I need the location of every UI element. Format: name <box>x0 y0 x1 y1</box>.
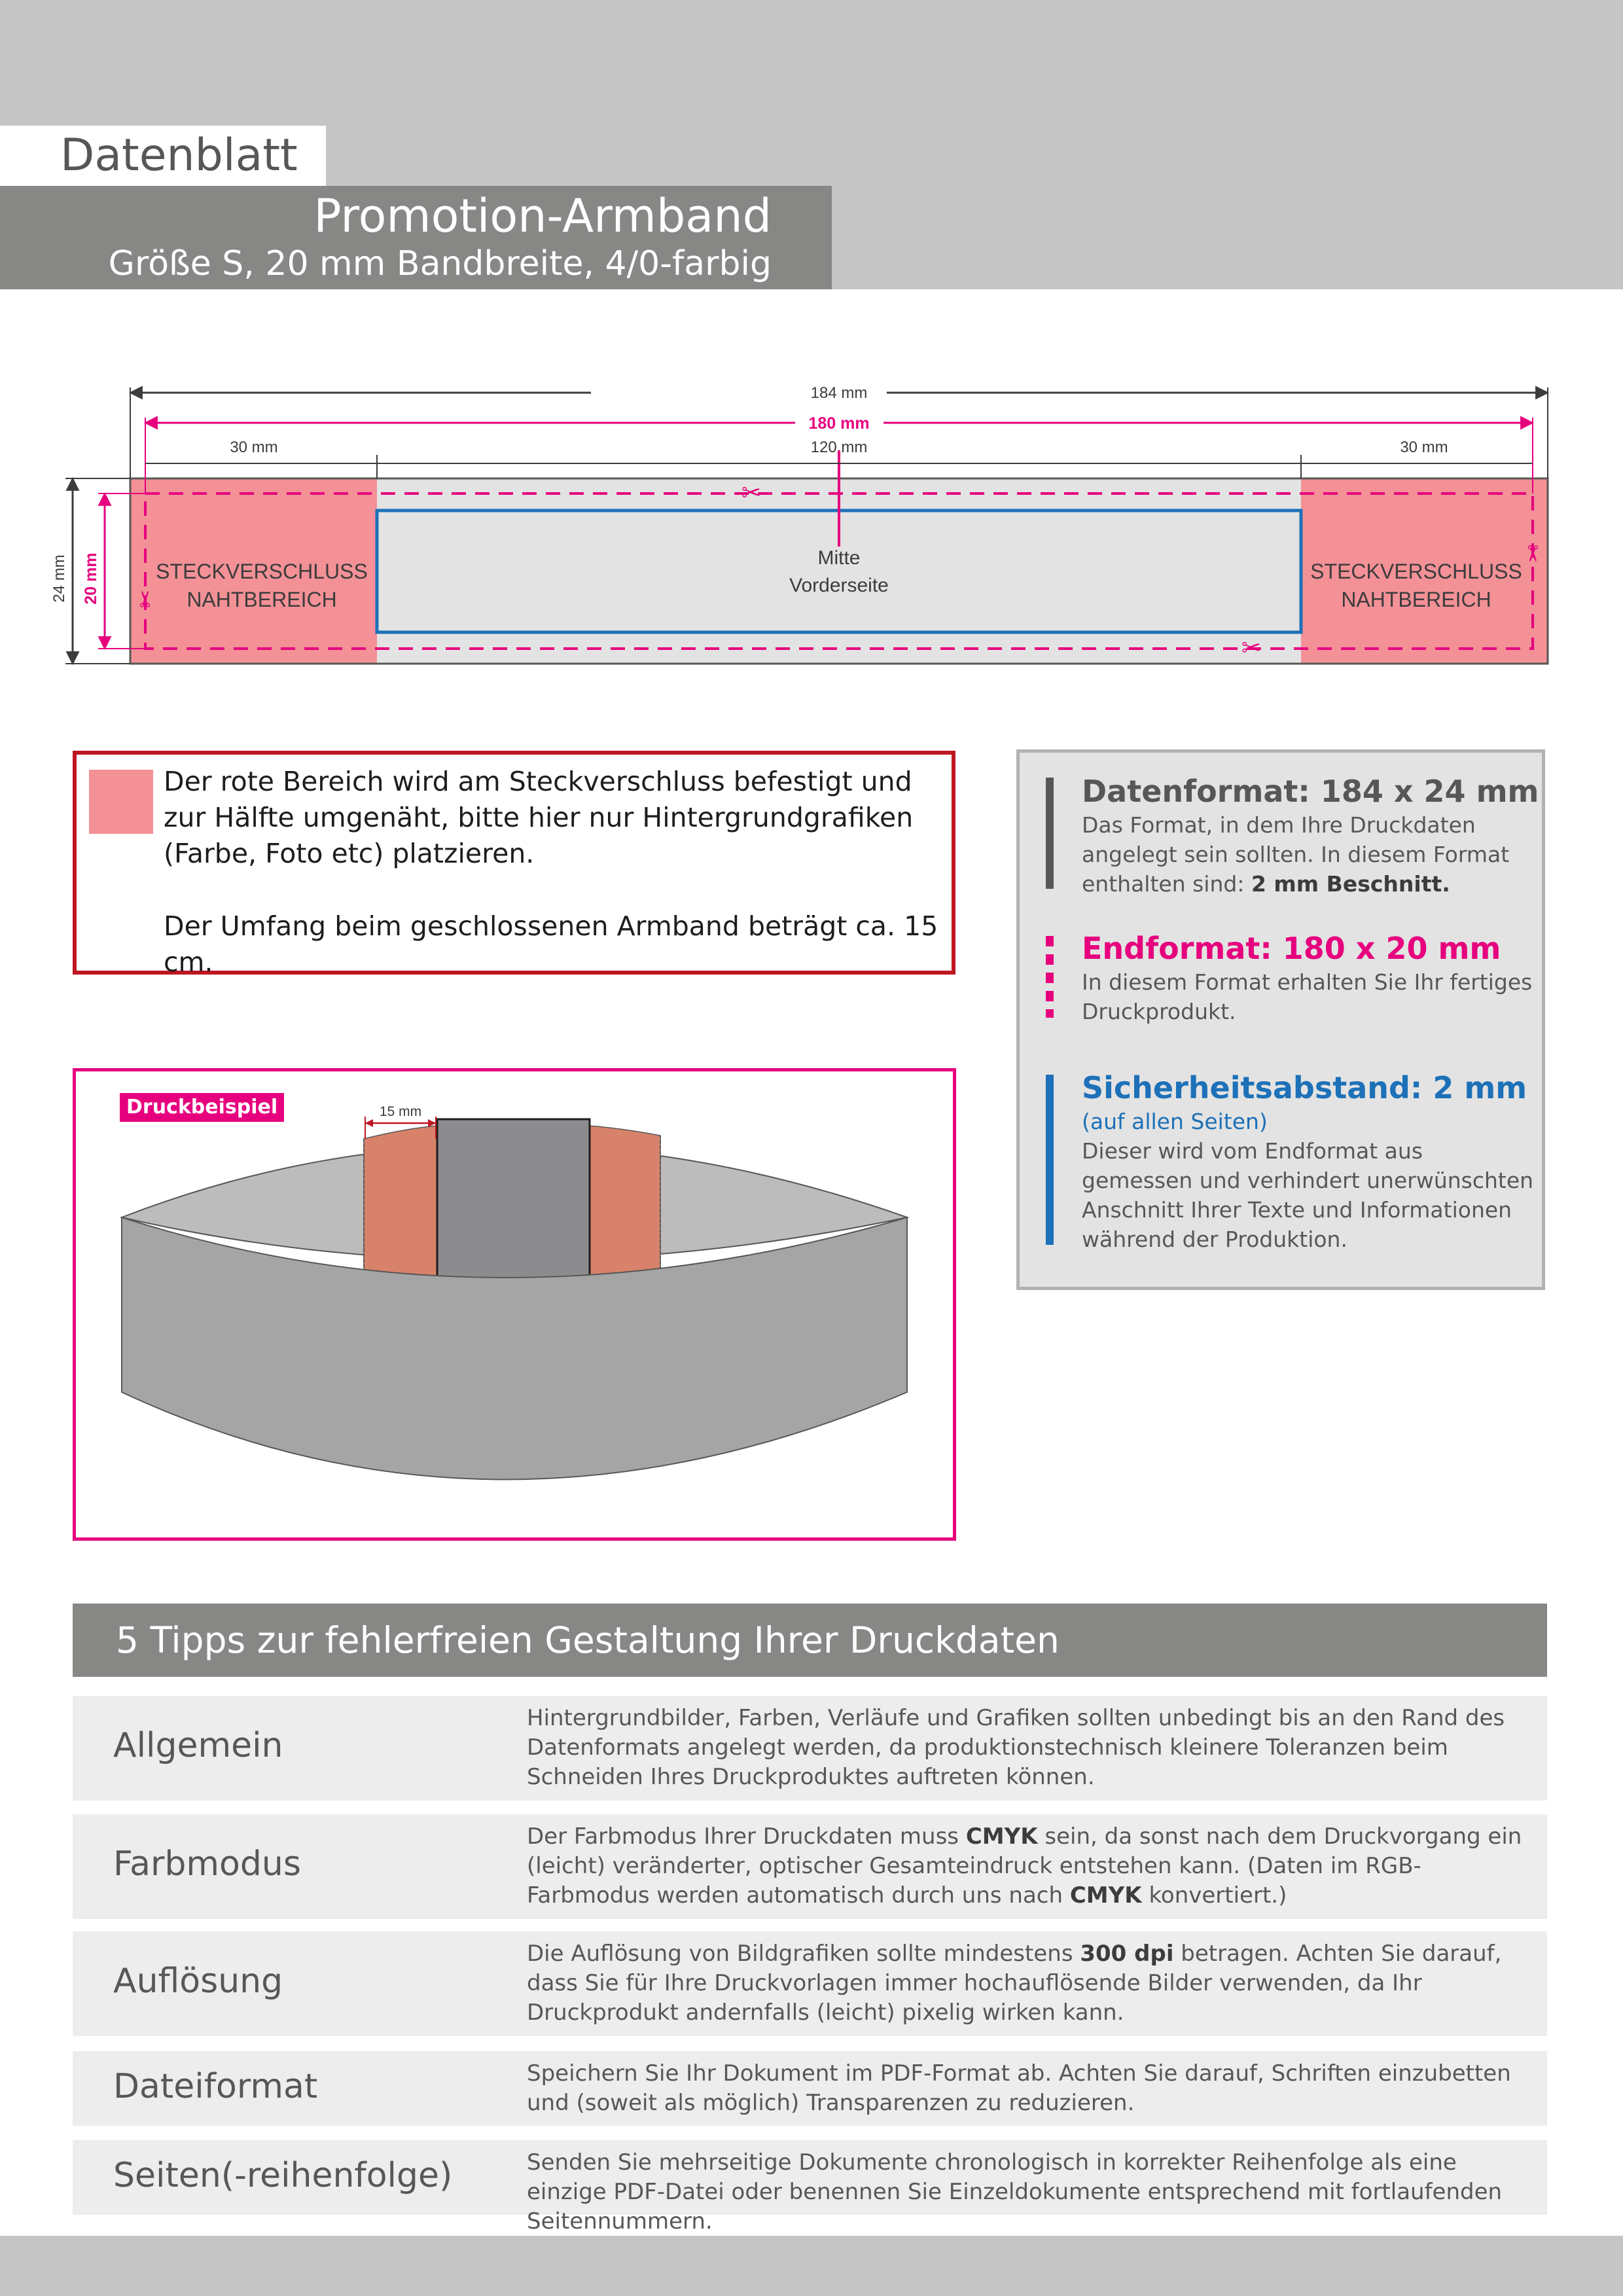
tip-row-page-order: Seiten(-reihenfolge) Senden Sie mehrseit… <box>73 2140 1547 2234</box>
band-front-surface <box>121 1216 908 1480</box>
closure-info-paragraph: Der rote Bereich wird am Steckverschluss… <box>164 766 914 869</box>
safety-margin-text: Dieser wird vom Endformat aus gemessen u… <box>1082 1138 1534 1252</box>
safety-margin-subtitle: (auf allen Seiten) <box>1082 1109 1268 1134</box>
left-zone-label: STECKVERSCHLUSS <box>156 560 368 583</box>
tip-label: Seiten(-reihenfolge) <box>113 2156 453 2195</box>
data-format-text: Das Format, in dem Ihre Druckdaten angel… <box>1082 812 1510 897</box>
right-closure-zone <box>1301 478 1548 664</box>
safety-margin-bar <box>1046 1075 1054 1245</box>
tip-row-resolution: Auflösung Die Auflösung von Bildgrafiken… <box>73 1931 1547 2036</box>
safety-margin-section: Sicherheitsabstand: 2 mm (auf allen Seit… <box>1082 1069 1540 1254</box>
tip-text: Speichern Sie Ihr Dokument im PDF-Format… <box>527 2060 1511 2116</box>
scissors-icon: ✂ <box>133 590 159 609</box>
tips-heading: 5 Tipps zur fehlerfreien Gestaltung Ihre… <box>73 1604 1547 1677</box>
left-closure-zone <box>130 478 377 664</box>
print-example-illustration: 15 mm <box>119 1104 910 1480</box>
print-example-badge: Druckbeispiel <box>120 1093 285 1122</box>
closure-info-box: Der rote Bereich wird am Steckverschluss… <box>73 751 955 978</box>
data-format-bar <box>1046 778 1054 889</box>
example-dim-label: 15 mm <box>380 1104 421 1119</box>
tip-label: Allgemein <box>113 1726 283 1765</box>
bleed-note: 2 mm Beschnitt. <box>1251 871 1450 897</box>
tip-text: Die Auflösung von Bildgrafiken sollte mi… <box>527 1941 1502 2026</box>
data-format-section: Datenformat: 184 x 24 mm Das Format, in … <box>1082 772 1540 899</box>
doc-type-label: Datenblatt <box>0 126 326 186</box>
dim-final-height: 20 mm <box>82 552 100 604</box>
end-format-title: Endformat: 180 x 20 mm <box>1082 931 1501 966</box>
page-title: Promotion-Armband <box>313 189 772 243</box>
wristband-layout-diagram: 184 mm 180 mm 30 mm 120 mm 30 mm 24 mm 2… <box>50 384 1550 666</box>
closure-clip <box>436 1118 591 1300</box>
tip-label: Dateiformat <box>113 2067 318 2106</box>
closure-info-text: Der rote Bereich wird am Steckverschluss… <box>164 764 942 1017</box>
right-zone-label: STECKVERSCHLUSS <box>1310 560 1522 583</box>
center-label: Mitte <box>817 547 860 569</box>
center-label: Vorderseite <box>789 575 889 596</box>
dim-total-height: 24 mm <box>50 554 68 602</box>
scissors-icon: ✂ <box>1241 635 1261 662</box>
dim-center: 120 mm <box>811 439 868 456</box>
footer-band <box>0 2236 1623 2296</box>
tip-label: Auflösung <box>113 1962 283 2001</box>
left-zone-label: NAHTBEREICH <box>187 588 336 611</box>
right-zone-label: NAHTBEREICH <box>1341 588 1491 611</box>
title-box: Promotion-Armband Größe S, 20 mm Bandbre… <box>0 186 832 289</box>
dim-total-width: 184 mm <box>811 384 868 402</box>
tip-row-general: Allgemein Hintergrundbilder, Farben, Ver… <box>73 1696 1547 1801</box>
safety-margin-title: Sicherheitsabstand: 2 mm <box>1082 1070 1527 1105</box>
tip-row-file-format: Dateiformat Speichern Sie Ihr Dokument i… <box>73 2051 1547 2126</box>
format-info-box: Datenformat: 184 x 24 mm Das Format, in … <box>1016 749 1545 1290</box>
page-subtitle: Größe S, 20 mm Bandbreite, 4/0-farbig <box>108 244 772 283</box>
tip-text: Senden Sie mehrseitige Dokumente chronol… <box>527 2149 1503 2234</box>
tip-text: Hintergrundbilder, Farben, Verläufe und … <box>527 1705 1505 1790</box>
data-format-title: Datenformat: 184 x 24 mm <box>1082 774 1539 809</box>
end-format-section: Endformat: 180 x 20 mm In diesem Format … <box>1082 929 1540 1026</box>
tip-text: Der Farbmodus Ihrer Druckdaten muss CMYK… <box>527 1823 1522 1909</box>
tip-row-color-mode: Farbmodus Der Farbmodus Ihrer Druckdaten… <box>73 1814 1547 1919</box>
red-zone-swatch <box>89 770 153 834</box>
dim-right-zone: 30 mm <box>1400 439 1448 456</box>
end-format-bar <box>1046 936 1054 1018</box>
print-example-box <box>73 1068 956 1541</box>
scissors-icon: ✂ <box>741 480 761 507</box>
scissors-icon: ✂ <box>1519 545 1545 564</box>
end-format-text: In diesem Format erhalten Sie Ihr fertig… <box>1082 969 1533 1024</box>
dim-left-zone: 30 mm <box>230 439 277 456</box>
dim-final-width: 180 mm <box>808 414 869 433</box>
circumference-info: Der Umfang beim geschlossenen Armband be… <box>164 910 938 978</box>
tip-label: Farbmodus <box>113 1844 301 1884</box>
